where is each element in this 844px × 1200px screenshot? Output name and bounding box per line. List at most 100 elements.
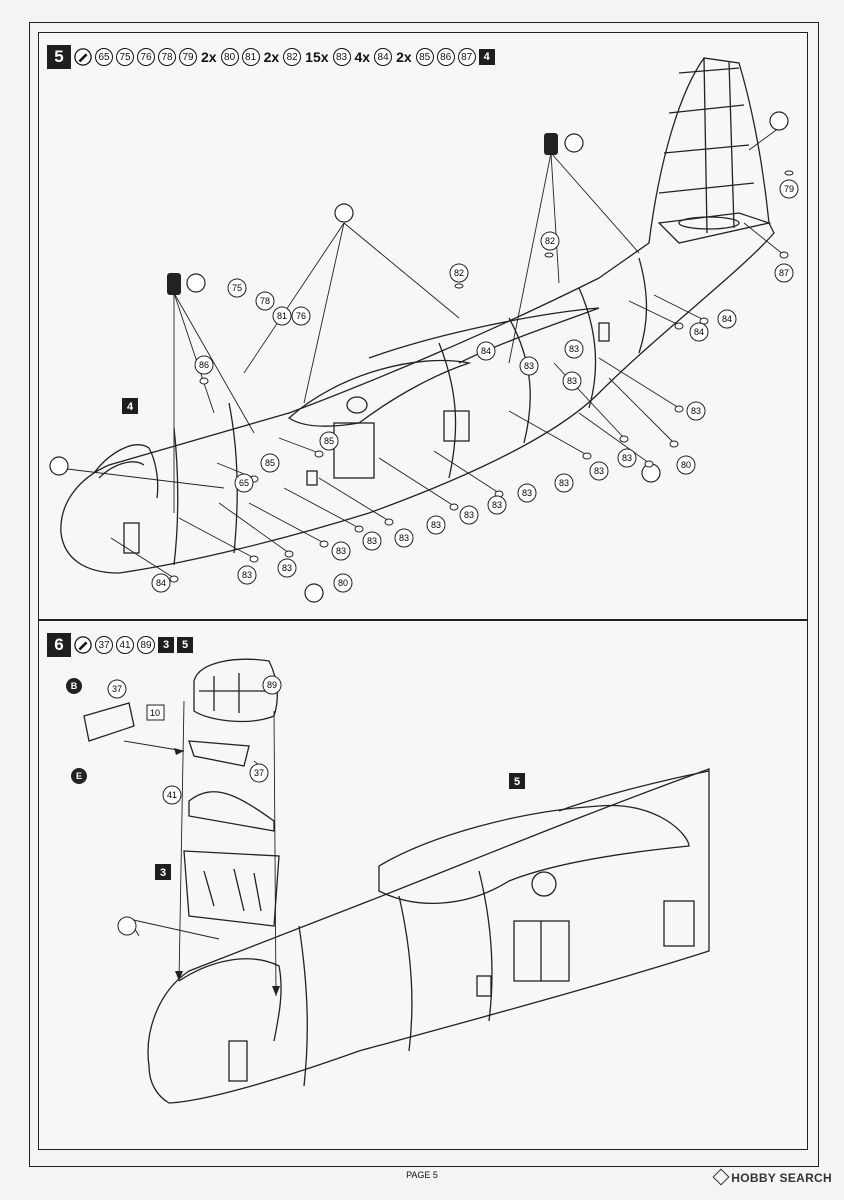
step-number: 5 — [47, 45, 71, 69]
callout-82: 82 — [449, 263, 469, 283]
svg-text:81: 81 — [277, 311, 287, 321]
ref-step-badge: 3 — [158, 637, 174, 653]
callout-83: 83 — [554, 473, 574, 493]
part-callout: 37 — [95, 636, 113, 654]
part-callout: 80 — [220, 48, 239, 66]
svg-text:5: 5 — [514, 776, 520, 788]
part-callout: 75 — [116, 48, 134, 66]
callout-81: 81 — [272, 306, 292, 326]
part-callout: 78 — [158, 48, 176, 66]
svg-text:84: 84 — [481, 346, 491, 356]
callout-84: 84 — [689, 322, 709, 342]
svg-text:78: 78 — [260, 296, 270, 306]
callout-75: 75 — [227, 278, 247, 298]
quantity-label: 2x — [396, 49, 412, 65]
svg-text:83: 83 — [522, 488, 532, 498]
cockpit-assembly-drawing: 37 89 41 37 10 B E 3 5 — [66, 658, 710, 1104]
callout-37: 37 — [107, 679, 127, 699]
callout-86: 86 — [194, 355, 214, 375]
callout-83: 83 — [562, 371, 582, 391]
part-callout: 41 — [116, 636, 134, 654]
svg-text:84: 84 — [694, 327, 704, 337]
svg-text:83: 83 — [464, 510, 474, 520]
paint-code-e: E — [71, 768, 87, 784]
svg-text:80: 80 — [681, 460, 691, 470]
svg-text:37: 37 — [254, 768, 264, 778]
part-callout: 86 — [436, 48, 455, 66]
part-callout: 89 — [137, 636, 155, 654]
step-6-header: 6 37 41 89 3 5 — [47, 633, 193, 657]
inset-ref-badge: 4 — [122, 398, 138, 414]
svg-text:82: 82 — [454, 268, 464, 278]
callout-85: 85 — [319, 431, 339, 451]
callout-37: 37 — [249, 763, 269, 783]
svg-text:86: 86 — [199, 360, 209, 370]
callout-84: 84 — [717, 309, 737, 329]
svg-text:83: 83 — [559, 478, 569, 488]
callout-83: 83 — [362, 531, 382, 551]
callout-83: 83 — [277, 558, 297, 578]
glue-icon — [74, 48, 92, 66]
callout-76: 76 — [291, 306, 311, 326]
watermark-text: HOBBY SEARCH — [731, 1171, 832, 1185]
svg-text:83: 83 — [524, 361, 534, 371]
svg-text:37: 37 — [112, 684, 122, 694]
svg-text:82: 82 — [545, 236, 555, 246]
part-callout: 85 — [415, 48, 434, 66]
callout-65: 65 — [234, 473, 254, 493]
svg-text:4: 4 — [127, 401, 134, 413]
page-frame — [29, 22, 819, 1167]
svg-text:84: 84 — [156, 578, 166, 588]
callout-80: 80 — [676, 455, 696, 475]
page-label: PAGE 5 — [406, 1170, 438, 1180]
svg-text:83: 83 — [594, 466, 604, 476]
svg-text:83: 83 — [399, 533, 409, 543]
callout-83: 83 — [686, 401, 706, 421]
callout-79: 79 — [779, 179, 799, 199]
callout-83: 83 — [394, 528, 414, 548]
quantity-label: 15x — [305, 49, 329, 65]
callout-78: 78 — [255, 291, 275, 311]
part-callout: 65 — [95, 48, 113, 66]
fuselage-exploded-drawing: 75 78 81 76 82 82 86 79 87 84 84 84 83 8… — [49, 57, 799, 603]
svg-text:83: 83 — [431, 520, 441, 530]
callout-89: 89 — [262, 675, 282, 695]
quantity-label: 2x — [263, 49, 280, 65]
callout-85: 85 — [260, 453, 280, 473]
hobby-search-logo-icon — [712, 1168, 730, 1186]
ref-step-badge: 4 — [478, 49, 495, 65]
svg-text:10: 10 — [150, 708, 160, 718]
part-callout: 83 — [332, 48, 351, 66]
svg-text:65: 65 — [239, 478, 249, 488]
svg-text:83: 83 — [492, 500, 502, 510]
svg-text:83: 83 — [691, 406, 701, 416]
callout-83: 83 — [517, 483, 537, 503]
step-5-header: 5 65 75 76 78 79 2x 80 81 2x 82 15x 83 4… — [47, 45, 495, 69]
inset-ref-3: 3 — [155, 864, 171, 880]
callout-80: 80 — [333, 573, 353, 593]
svg-text:83: 83 — [567, 376, 577, 386]
svg-text:B: B — [71, 681, 78, 691]
svg-text:E: E — [76, 771, 82, 781]
svg-text:79: 79 — [784, 184, 794, 194]
part-callout: 82 — [283, 48, 302, 66]
svg-text:80: 80 — [338, 578, 348, 588]
part-callout: 87 — [457, 48, 476, 66]
callout-84: 84 — [151, 573, 171, 593]
part-callout: 79 — [179, 48, 197, 66]
step-6-panel: 6 37 41 89 3 5 — [38, 620, 808, 1150]
svg-text:89: 89 — [267, 680, 277, 690]
paint-code-b: B — [66, 678, 82, 694]
svg-text:83: 83 — [336, 546, 346, 556]
svg-text:83: 83 — [569, 344, 579, 354]
ref-step-badge: 5 — [177, 637, 193, 653]
step-number: 6 — [47, 633, 71, 657]
svg-text:87: 87 — [779, 268, 789, 278]
svg-text:85: 85 — [265, 458, 275, 468]
svg-text:83: 83 — [367, 536, 377, 546]
callout-41: 41 — [162, 785, 182, 805]
part-callout: 81 — [241, 48, 260, 66]
svg-text:85: 85 — [324, 436, 334, 446]
callout-87: 87 — [774, 263, 794, 283]
callout-83: 83 — [589, 461, 609, 481]
